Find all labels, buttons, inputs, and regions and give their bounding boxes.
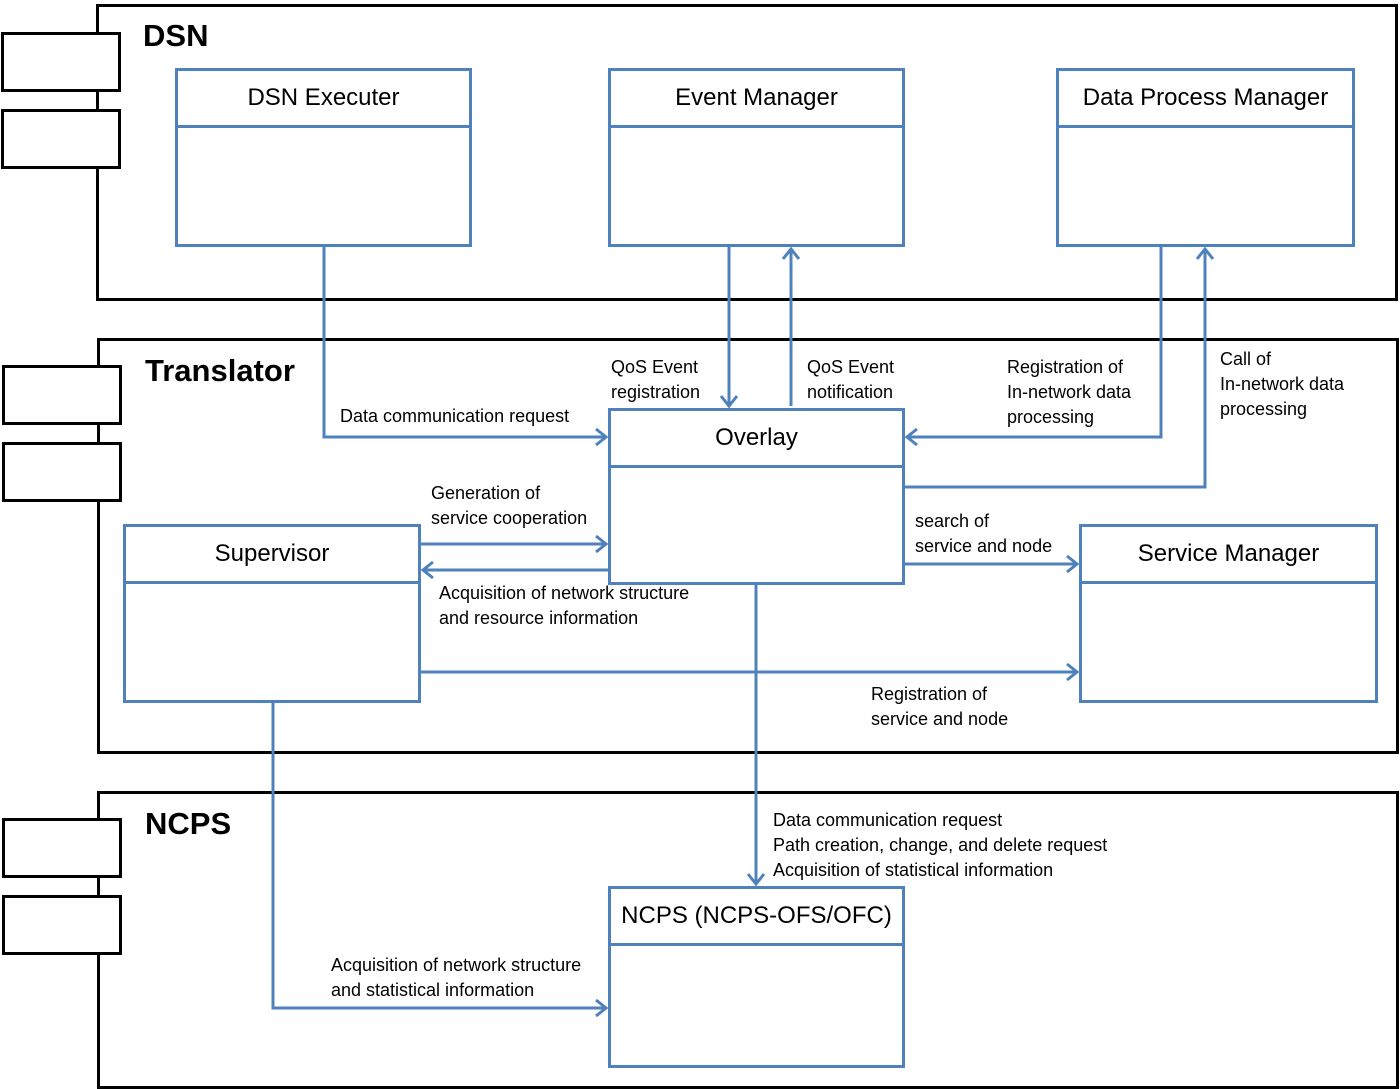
translator-layer-tab-bottom: [2, 442, 122, 502]
label-line: processing: [1007, 407, 1095, 427]
label-line: In-network data: [1220, 374, 1345, 394]
data-process-manager-component: Data Process Manager: [1056, 68, 1355, 247]
label-line: Data communication request: [773, 810, 1003, 830]
label-line: Acquisition of network structure: [439, 583, 690, 603]
label-line: Call of: [1220, 349, 1272, 369]
translator-layer-tab-top: [2, 365, 122, 425]
label-line: Generation of: [431, 483, 541, 503]
dsn-layer-title: DSN: [143, 18, 209, 53]
ncps-layer-tab-top: [2, 818, 122, 878]
event-manager-component: Event Manager: [608, 68, 905, 247]
data-process-manager-title: Data Process Manager: [1059, 71, 1352, 128]
label-ncps-requests: Data communication request Path creation…: [773, 808, 1107, 883]
label-line: and statistical information: [331, 980, 535, 1000]
label-generation-service-cooperation: Generation of service cooperation: [431, 481, 587, 531]
label-line: Registration of: [871, 684, 988, 704]
label-line: In-network data: [1007, 382, 1132, 402]
label-qos-event-notification: QoS Event notification: [807, 355, 894, 405]
label-acquisition-network-statistical: Acquisition of network structure and sta…: [331, 953, 581, 1003]
supervisor-title: Supervisor: [126, 527, 418, 584]
label-line: Acquisition of statistical information: [773, 860, 1054, 880]
translator-layer-title: Translator: [145, 353, 295, 388]
ncps-layer-tab-bottom: [2, 895, 122, 955]
label-qos-event-registration: QoS Event registration: [611, 355, 700, 405]
ncps-component-title: NCPS (NCPS-OFS/OFC): [611, 889, 902, 946]
event-manager-title: Event Manager: [611, 71, 902, 128]
label-registration-in-network-processing: Registration of In-network data processi…: [1007, 355, 1131, 430]
label-line: search of: [915, 511, 990, 531]
service-manager-title: Service Manager: [1082, 527, 1375, 584]
ncps-layer-title: NCPS: [145, 806, 232, 841]
label-line: registration: [611, 382, 701, 402]
label-line: QoS Event: [807, 357, 895, 377]
label-line: Acquisition of network structure: [331, 955, 582, 975]
dsn-executer-title: DSN Executer: [178, 71, 469, 128]
label-search-service-node: search of service and node: [915, 509, 1052, 559]
overlay-title: Overlay: [611, 411, 902, 468]
label-line: service and node: [871, 709, 1009, 729]
label-call-in-network-processing: Call of In-network data processing: [1220, 347, 1344, 422]
dsn-executer-component: DSN Executer: [175, 68, 472, 247]
dsn-layer-tab-top: [1, 32, 121, 92]
label-line: Data communication request: [340, 406, 570, 426]
overlay-component: Overlay: [608, 408, 905, 585]
label-line: QoS Event: [611, 357, 699, 377]
dsn-layer-tab-bottom: [1, 109, 121, 169]
label-line: Registration of: [1007, 357, 1124, 377]
service-manager-component: Service Manager: [1079, 524, 1378, 703]
ncps-component: NCPS (NCPS-OFS/OFC): [608, 886, 905, 1068]
supervisor-component: Supervisor: [123, 524, 421, 703]
label-line: service cooperation: [431, 508, 588, 528]
label-line: Path creation, change, and delete reques…: [773, 835, 1108, 855]
label-data-communication-request: Data communication request: [340, 404, 569, 429]
label-line: and resource information: [439, 608, 639, 628]
label-line: processing: [1220, 399, 1308, 419]
label-acquisition-network-resource: Acquisition of network structure and res…: [439, 581, 689, 631]
label-line: notification: [807, 382, 894, 402]
label-line: service and node: [915, 536, 1053, 556]
label-registration-service-node: Registration of service and node: [871, 682, 1008, 732]
